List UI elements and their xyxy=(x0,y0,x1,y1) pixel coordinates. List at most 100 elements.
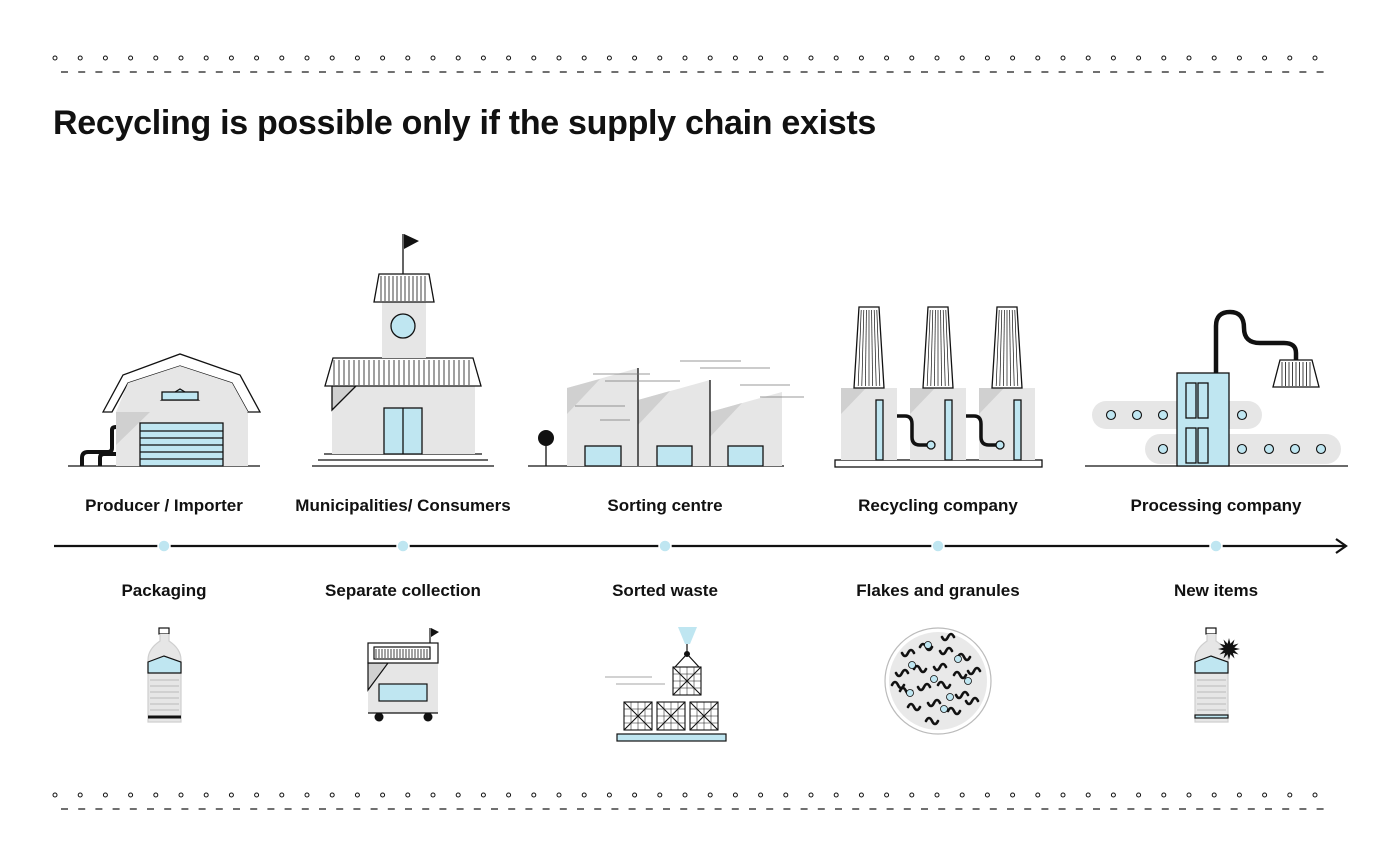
border-dot xyxy=(102,792,108,798)
border-dot xyxy=(758,55,764,61)
granule-flake xyxy=(954,690,970,700)
border-dot xyxy=(506,55,512,61)
border-dot xyxy=(430,55,436,61)
granule-flake xyxy=(952,670,968,680)
granule-flake xyxy=(956,652,972,662)
border-dot xyxy=(1287,792,1293,798)
actor-label-processing: Processing company xyxy=(1130,496,1302,515)
border-dot xyxy=(783,792,789,798)
border-dot xyxy=(1161,792,1167,798)
border-dot xyxy=(329,792,335,798)
border-dot xyxy=(1236,792,1242,798)
border-dot xyxy=(581,55,587,61)
border-dot xyxy=(909,55,915,61)
border-dot xyxy=(279,55,285,61)
border-dot xyxy=(380,55,386,61)
granule-flake xyxy=(916,682,932,692)
roller xyxy=(1236,443,1248,455)
border-dot xyxy=(1035,55,1041,61)
border-dot xyxy=(1110,55,1116,61)
border-dot xyxy=(52,55,58,61)
chimney-line xyxy=(995,309,1000,387)
roller xyxy=(1315,443,1327,455)
border-dot xyxy=(228,55,234,61)
output-label-collection: Separate collection xyxy=(325,581,481,600)
border-dot xyxy=(833,792,839,798)
roller xyxy=(1236,409,1248,421)
border-dot xyxy=(1312,55,1318,61)
border-dot xyxy=(228,792,234,798)
chimney-line xyxy=(945,309,950,387)
border-dot xyxy=(1262,55,1268,61)
border-dot xyxy=(531,792,537,798)
border-dot xyxy=(506,792,512,798)
border-dot xyxy=(254,792,260,798)
chimney-line xyxy=(1009,309,1011,387)
top-dotted-border xyxy=(52,55,1324,73)
timeline-dot xyxy=(658,539,672,553)
border-dot xyxy=(606,792,612,798)
border-dot xyxy=(480,792,486,798)
border-dot xyxy=(909,792,915,798)
border-dot xyxy=(984,55,990,61)
roller xyxy=(1157,443,1169,455)
border-dot xyxy=(304,55,310,61)
chimney-line xyxy=(930,309,934,387)
border-dot xyxy=(178,55,184,61)
border-dot xyxy=(102,55,108,61)
granule-flake xyxy=(946,706,962,716)
border-dot xyxy=(354,792,360,798)
actor-label-recycling: Recycling company xyxy=(858,496,1018,515)
granule xyxy=(908,661,916,669)
roller xyxy=(1105,409,1117,421)
border-dot xyxy=(732,55,738,61)
border-dot xyxy=(178,792,184,798)
chimney-line xyxy=(1003,309,1005,387)
output-label-packaging: Packaging xyxy=(121,581,207,600)
bottom-dotted-border xyxy=(52,792,1324,810)
border-dot xyxy=(128,792,134,798)
chimney-line xyxy=(861,309,865,387)
actor-label-producer: Producer / Importer xyxy=(85,496,243,515)
chimney-line xyxy=(999,309,1003,387)
actor-label-sorting: Sorting centre xyxy=(607,496,723,515)
chimney-line xyxy=(926,309,931,387)
border-dot xyxy=(606,55,612,61)
crate-cross xyxy=(656,701,686,731)
granule-flake xyxy=(894,668,910,678)
border-dot xyxy=(707,55,713,61)
roller xyxy=(1131,409,1143,421)
border-dot xyxy=(556,55,562,61)
border-dot xyxy=(884,792,890,798)
crate-cross xyxy=(623,701,653,731)
granule xyxy=(940,705,948,713)
processing-machine-icon xyxy=(1085,309,1348,467)
border-dot xyxy=(632,792,638,798)
border-dot xyxy=(632,55,638,61)
border-dot xyxy=(884,55,890,61)
granule-flake xyxy=(924,716,940,726)
border-dot xyxy=(783,55,789,61)
granule-flake xyxy=(936,680,952,690)
border-dot xyxy=(657,792,663,798)
border-dot xyxy=(430,792,436,798)
granule-flake xyxy=(964,696,980,706)
border-dot xyxy=(1211,792,1217,798)
border-dot xyxy=(1085,792,1091,798)
granule-flake xyxy=(926,698,942,708)
output-label-sorted: Sorted waste xyxy=(612,581,718,600)
crane-crates-icon xyxy=(605,627,727,742)
border-dot xyxy=(304,792,310,798)
timeline-dot xyxy=(157,539,171,553)
border-dot xyxy=(480,55,486,61)
chimney-line xyxy=(865,309,867,387)
border-dot xyxy=(682,55,688,61)
border-dot xyxy=(354,55,360,61)
border-dot xyxy=(455,55,461,61)
actor-label-municipalities: Municipalities/ Consumers xyxy=(295,496,511,515)
town-hall-icon xyxy=(312,234,494,467)
border-dot xyxy=(153,55,159,61)
chimney-line xyxy=(934,309,936,387)
border-dot xyxy=(1262,792,1268,798)
